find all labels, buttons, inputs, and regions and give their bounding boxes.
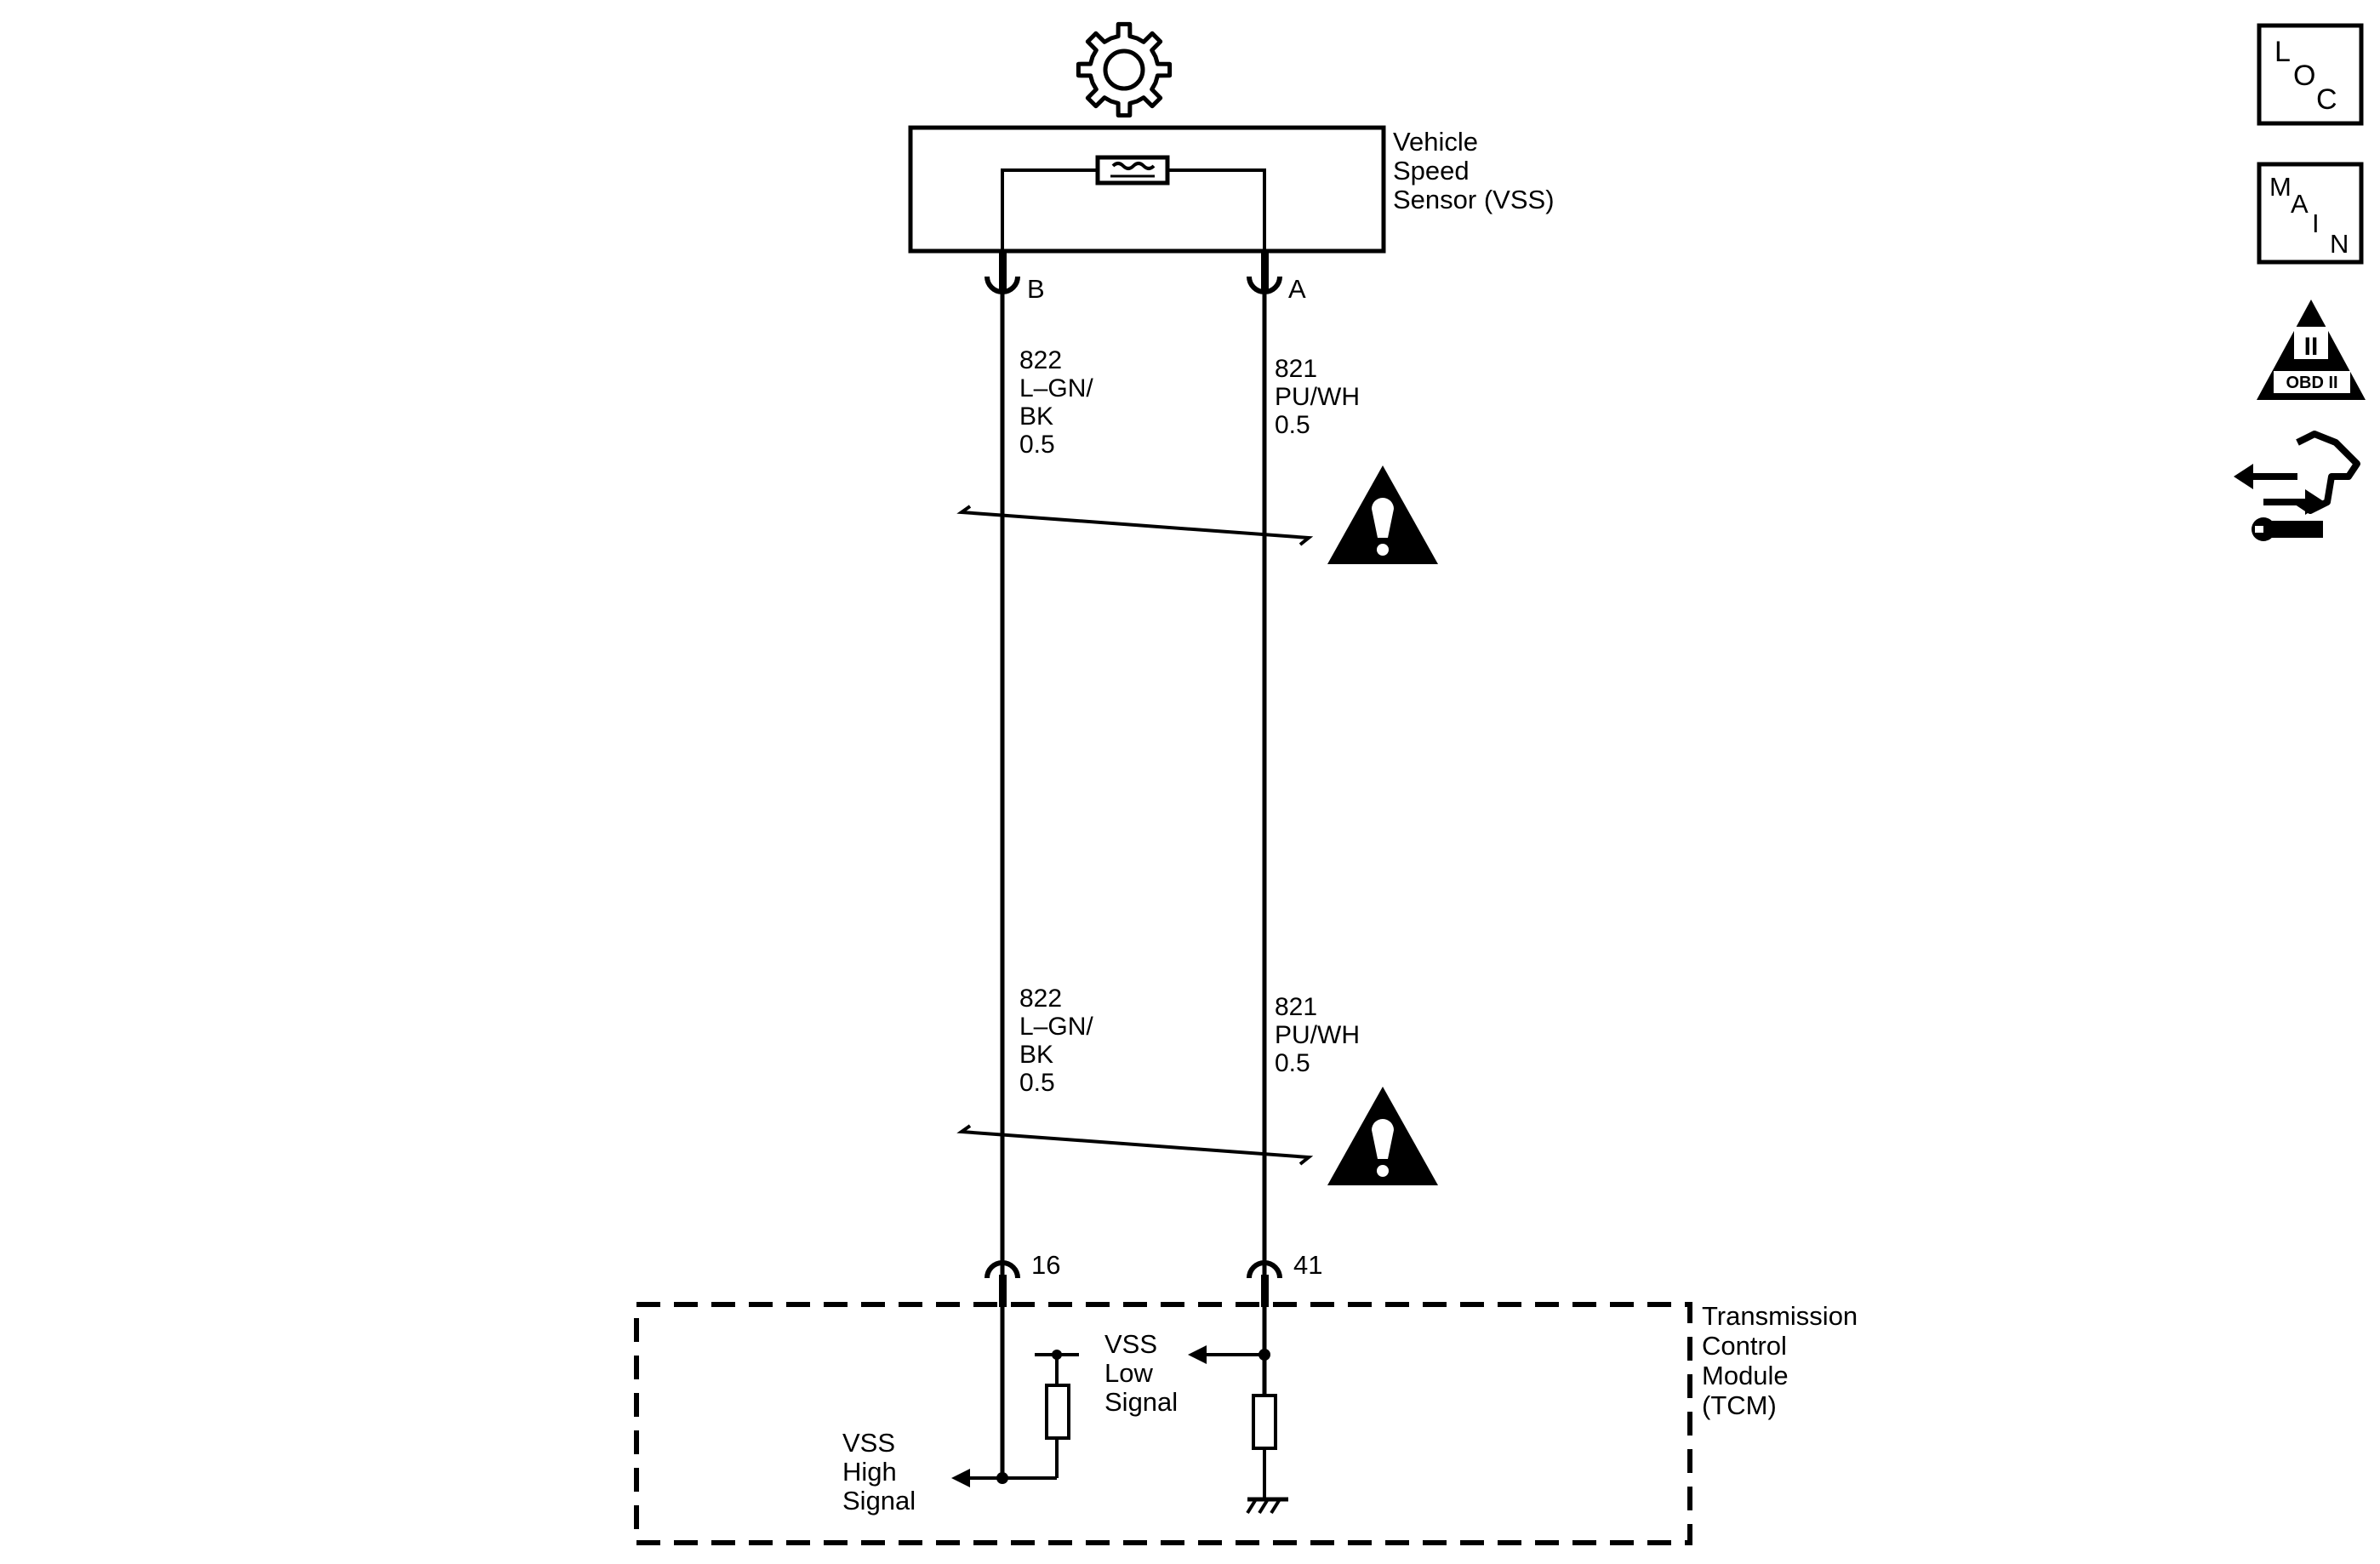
svg-text:A: A [2291,189,2309,219]
connector-repair-icon[interactable] [2234,431,2360,541]
vss-low-signal-label: VSS Low Signal [1104,1329,1178,1417]
gear-hub [1103,49,1145,91]
vss-component-box[interactable] [908,125,1386,254]
tcm-label: Transmission Control Module (TCM) [1702,1301,1865,1420]
svg-text:M: M [2269,172,2292,202]
gear-icon [1076,21,1173,118]
tcm-component-box[interactable] [634,1302,1692,1545]
wire-821-lower-label: 821 PU/WH 0.5 [1275,993,1367,1077]
vss-low-circuit [1188,1307,1277,1499]
vss-high-circuit [951,1307,1079,1487]
pin-41-label: 41 [1293,1250,1322,1280]
location-icon[interactable]: L O C [2257,23,2364,126]
svg-text:II: II [2304,333,2319,361]
main-icon[interactable]: M A I N [2257,162,2364,265]
sensor-coil-icon [1001,155,1266,251]
svg-text:OBD II: OBD II [2286,374,2337,392]
caution-icon-upper[interactable] [1327,465,1438,564]
gear-outline [1076,21,1173,118]
pin-a-label: A [1288,274,1306,304]
svg-text:O: O [2293,60,2315,92]
svg-text:N: N [2330,229,2349,259]
svg-text:L: L [2274,36,2291,68]
wire-break-marker-upper [956,505,1314,546]
connector-pin-41[interactable] [1247,1260,1282,1307]
wire-822-lower-label: 822 L–GN/ BK 0.5 [1019,985,1100,1097]
ground-icon [1246,1497,1288,1515]
vss-high-signal-label: VSS High Signal [842,1428,916,1515]
wire-822-upper-label: 822 L–GN/ BK 0.5 [1019,346,1100,459]
connector-pin-16[interactable] [985,1260,1020,1307]
svg-text:I: I [2312,208,2320,238]
connector-pin-b[interactable] [985,251,1020,294]
wire-break-marker-lower [956,1124,1314,1166]
obd-ii-icon[interactable]: II OBD II [2257,300,2366,400]
wire-821-upper-label: 821 PU/WH 0.5 [1275,355,1367,439]
pin-16-label: 16 [1031,1250,1060,1280]
vss-label: Vehicle Speed Sensor (VSS) [1393,127,1555,214]
svg-text:C: C [2316,83,2337,116]
connector-pin-a[interactable] [1247,251,1282,294]
pin-b-label: B [1027,274,1045,304]
caution-icon-lower[interactable] [1327,1087,1438,1185]
